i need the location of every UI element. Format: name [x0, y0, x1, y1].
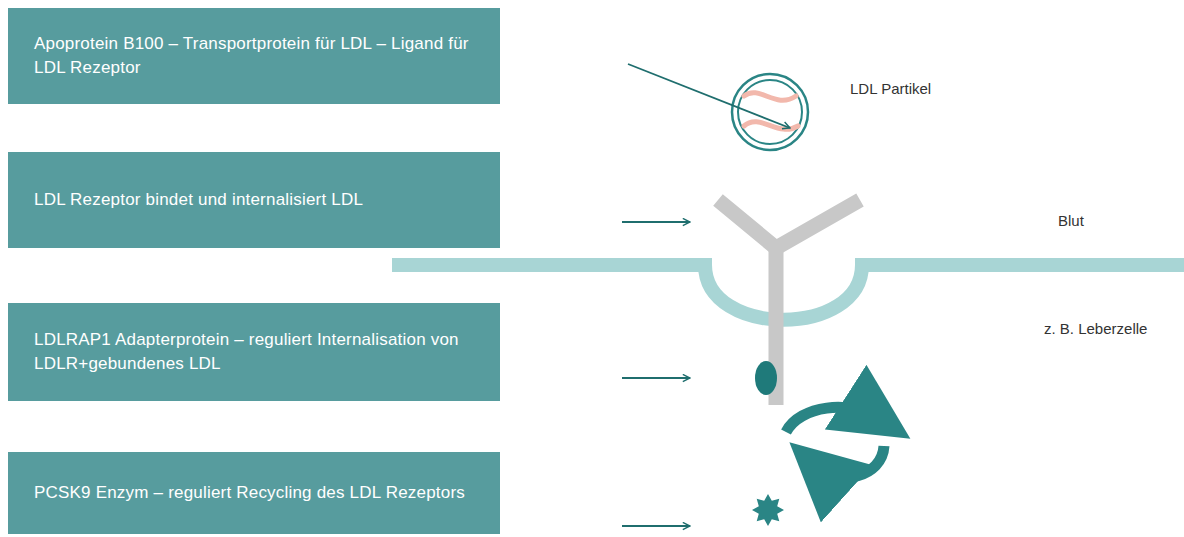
ldl-particle — [732, 74, 808, 150]
info-box: Apoprotein B100 – Transportprotein für L… — [8, 8, 500, 104]
box-text: Apoprotein B100 – Transportprotein für L… — [34, 32, 480, 80]
ldlrap1-adapter — [755, 361, 777, 395]
region-label: z. B. Leberzelle — [1044, 320, 1147, 338]
info-box: LDLRAP1 Adapterprotein – reguliert Inter… — [8, 303, 500, 401]
ldl-receptor — [718, 200, 860, 405]
recycling-arrows — [786, 407, 884, 477]
region-label: LDL Partikel — [850, 80, 931, 98]
pcsk9-enzyme — [752, 494, 784, 526]
region-label: Blut — [1058, 212, 1084, 230]
cell-membrane — [392, 265, 1184, 320]
box-text: LDLRAP1 Adapterprotein – reguliert Inter… — [34, 328, 480, 376]
leader-arrows — [622, 64, 790, 526]
info-box: PCSK9 Enzym – reguliert Recycling des LD… — [8, 452, 500, 534]
info-box: LDL Rezeptor bindet und internalisiert L… — [8, 152, 500, 248]
box-text: PCSK9 Enzym – reguliert Recycling des LD… — [34, 481, 465, 505]
box-text: LDL Rezeptor bindet und internalisiert L… — [34, 188, 363, 212]
